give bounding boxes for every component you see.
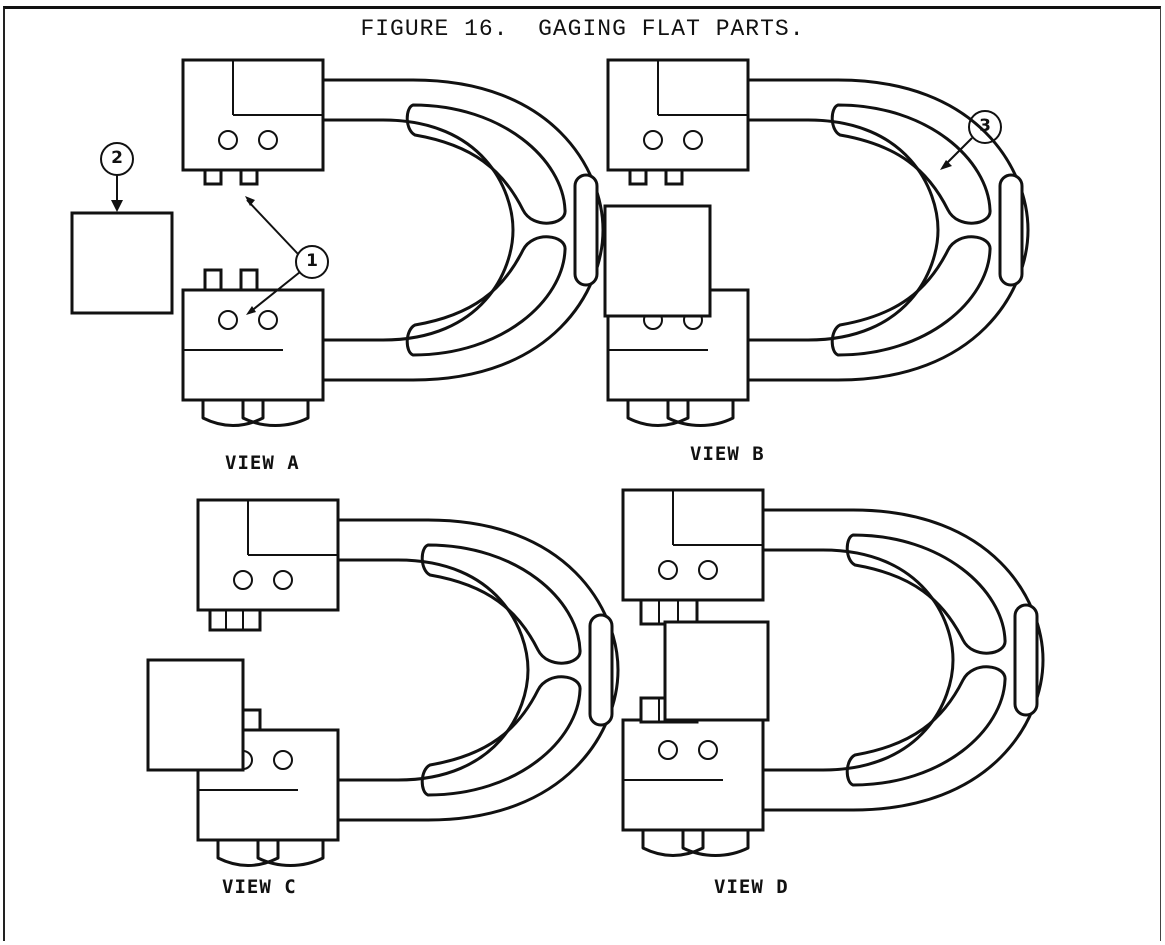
view-b-flat-part [603,204,712,318]
view-d-label: VIEW D [714,876,789,898]
view-a-label: VIEW A [225,452,300,474]
view-d-flat-part [663,620,770,722]
callout-1-number: 1 [306,251,318,271]
callout-2-marker [100,142,134,212]
view-b-label: VIEW B [690,443,765,465]
callout-3-marker [940,110,1002,170]
view-c-label: VIEW C [222,876,297,898]
view-c-flat-part [146,658,245,772]
callout-2-number: 2 [111,148,123,168]
view-a-gage [181,58,605,427]
callout-3-number: 3 [979,116,991,136]
figure-title: FIGURE 16. GAGING FLAT PARTS. [360,16,805,42]
view-c-gage [196,498,620,867]
callout-1-marker [245,196,329,315]
figure-border [3,6,1161,941]
view-a-flat-part [70,211,174,315]
